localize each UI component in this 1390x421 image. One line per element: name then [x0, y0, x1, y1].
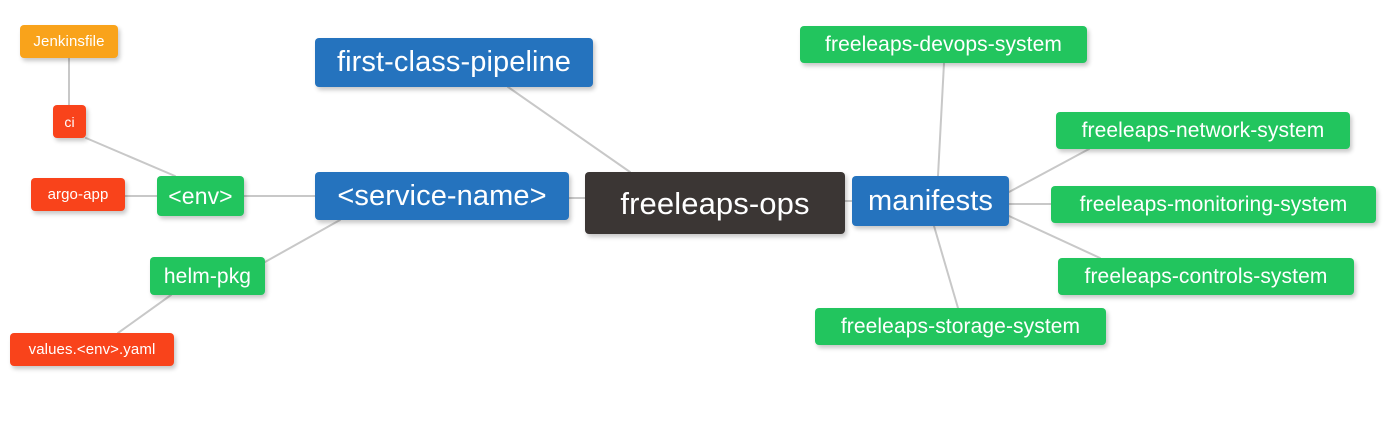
node-label: freeleaps-ops: [620, 185, 810, 221]
node-argo-app[interactable]: argo-app: [31, 178, 125, 211]
node-label: freeleaps-storage-system: [840, 315, 1081, 338]
node-monitoring[interactable]: freeleaps-monitoring-system: [1051, 186, 1376, 223]
node-label: freeleaps-controls-system: [1084, 265, 1328, 288]
node-storage[interactable]: freeleaps-storage-system: [815, 308, 1106, 345]
edge-manifests-to-storage: [933, 225, 959, 309]
node-label: freeleaps-network-system: [1081, 119, 1325, 142]
node-service-name[interactable]: <service-name>: [315, 172, 569, 220]
node-label: <env>: [168, 182, 233, 209]
edge-pipeline-to-freeleaps-ops: [507, 86, 631, 173]
node-label: helm-pkg: [163, 264, 252, 288]
node-freeleaps-ops[interactable]: freeleaps-ops: [585, 172, 845, 234]
node-label: freeleaps-monitoring-system: [1079, 193, 1348, 216]
node-label: <service-name>: [337, 179, 547, 212]
node-controls[interactable]: freeleaps-controls-system: [1058, 258, 1354, 295]
node-ci[interactable]: ci: [53, 105, 86, 138]
node-values-yaml[interactable]: values.<env>.yaml: [10, 333, 174, 366]
node-label: Jenkinsfile: [33, 33, 105, 50]
node-jenkinsfile[interactable]: Jenkinsfile: [20, 25, 118, 58]
edge-service-name-to-helm-pkg: [264, 219, 341, 263]
edge-helm-pkg-to-values-yaml: [117, 294, 172, 334]
node-label: freeleaps-devops-system: [825, 33, 1062, 56]
node-devops[interactable]: freeleaps-devops-system: [800, 26, 1087, 63]
node-network[interactable]: freeleaps-network-system: [1056, 112, 1350, 149]
node-label: ci: [64, 113, 75, 130]
node-helm-pkg[interactable]: helm-pkg: [150, 257, 265, 295]
node-label: first-class-pipeline: [336, 46, 572, 78]
edge-ci-to-env: [85, 137, 176, 177]
edge-manifests-to-devops: [937, 62, 945, 177]
node-pipeline[interactable]: first-class-pipeline: [315, 38, 593, 87]
node-env[interactable]: <env>: [157, 176, 244, 216]
node-label: argo-app: [47, 186, 109, 203]
node-label: manifests: [868, 184, 993, 217]
node-manifests[interactable]: manifests: [852, 176, 1009, 226]
node-label: values.<env>.yaml: [28, 341, 156, 358]
